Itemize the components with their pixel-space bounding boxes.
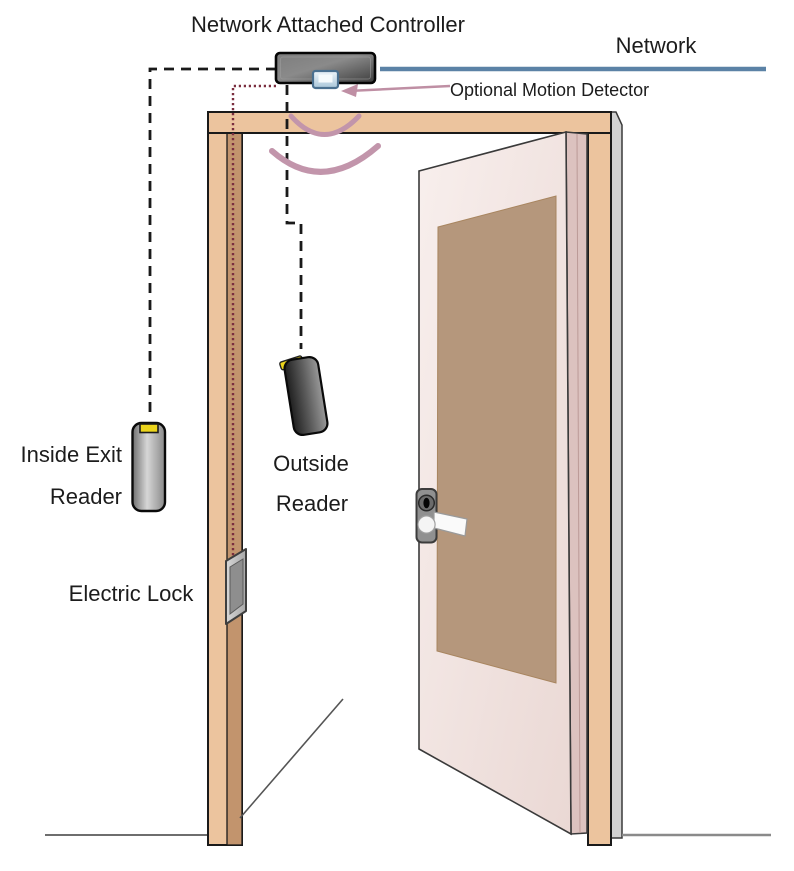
door-edge-seam bbox=[576, 133, 581, 834]
wire-inside-reader bbox=[148, 67, 276, 418]
door-frame-header bbox=[207, 111, 612, 134]
outside-reader-label-line1: Outside bbox=[273, 451, 349, 476]
door-panel bbox=[436, 195, 557, 684]
electric-lock-inset bbox=[229, 558, 244, 616]
inside-reader-label-line1: Inside Exit bbox=[21, 442, 123, 467]
door-handle bbox=[415, 488, 468, 544]
controller-label: Network Attached Controller bbox=[191, 12, 465, 37]
electric-lock-label: Electric Lock bbox=[69, 581, 195, 606]
inside-reader-label-line2: Reader bbox=[50, 484, 122, 509]
network-label: Network bbox=[616, 33, 698, 58]
motion-arrow-line bbox=[347, 84, 451, 93]
outside-reader-label-line2: Reader bbox=[276, 491, 348, 516]
controller-port-face bbox=[318, 74, 333, 83]
wire-electric-lock bbox=[231, 84, 276, 556]
controller-device bbox=[274, 51, 377, 90]
electric-lock bbox=[225, 548, 247, 625]
door-frame-right-jamb bbox=[587, 111, 612, 846]
inside-exit-reader bbox=[131, 421, 167, 513]
door bbox=[415, 130, 588, 836]
outside-reader-body bbox=[283, 356, 329, 436]
inside-reader-body bbox=[131, 421, 167, 513]
wall-edge-strip bbox=[610, 111, 623, 839]
door-frame-stop-strip bbox=[226, 132, 243, 846]
motion-wave-large bbox=[269, 143, 381, 175]
motion-arrow-head bbox=[341, 84, 358, 97]
motion-detector-label: Optional Motion Detector bbox=[450, 80, 649, 100]
keyhole-icon bbox=[423, 497, 430, 509]
outside-reader bbox=[279, 355, 329, 436]
wire-outside-reader bbox=[285, 85, 303, 349]
handle-rose bbox=[417, 515, 436, 534]
motion-wave-small bbox=[288, 113, 362, 137]
door-swing-line bbox=[239, 698, 344, 819]
inside-reader-led bbox=[139, 423, 159, 434]
